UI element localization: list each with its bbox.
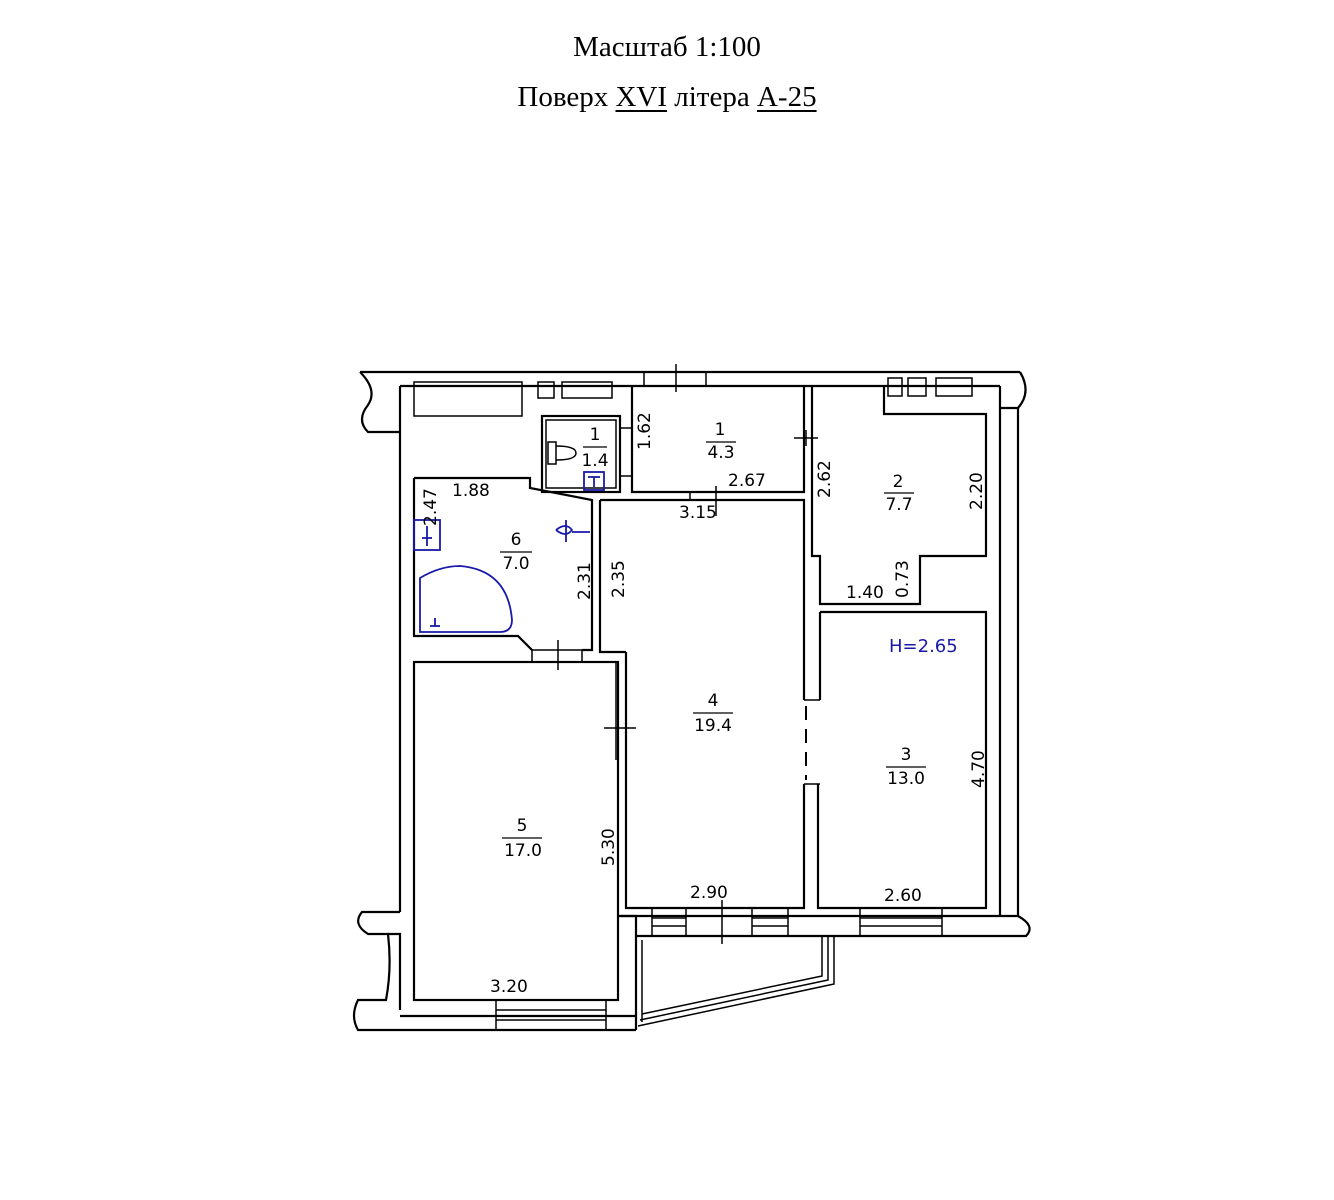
dim-room2-left: 2.62: [815, 460, 835, 498]
floor-number: XVI: [615, 81, 668, 113]
floor-prefix: Поверх: [517, 81, 609, 113]
dim-hall-width: 2.67: [728, 471, 766, 491]
room-7-area: 1.4: [581, 451, 608, 471]
room-7-walls: [540, 414, 622, 494]
riser-icon-wc: [583, 471, 605, 491]
dim-bath-width: 1.88: [452, 481, 490, 501]
room-6-number: 6: [511, 530, 522, 550]
room-4-walls: [598, 486, 806, 910]
room-5-area: 17.0: [504, 841, 542, 861]
floor-line: Поверх XVI літера А-25: [0, 78, 1334, 128]
window-room-5: [495, 999, 607, 1031]
room-1-area: 4.3: [707, 443, 734, 463]
room-labels: 1 1.4 1 4.3 2 7.7 3 13.0 4 19.4 5 17.0: [500, 420, 926, 861]
dim-room5-bottom: 3.20: [490, 977, 528, 997]
litera-prefix: літера: [674, 81, 750, 113]
dim-room5-height: 5.30: [599, 828, 619, 866]
room-1-number: 1: [715, 420, 726, 440]
dim-bath-right: 2.31: [575, 562, 595, 600]
room-2-label: 2 7.7: [884, 472, 914, 515]
room-3-label: 3 13.0: [886, 745, 926, 789]
dim-room2-right: 2.20: [967, 472, 987, 510]
room-5-label: 5 17.0: [502, 816, 542, 861]
top-wall-details: [413, 364, 973, 417]
room-2-number: 2: [893, 472, 904, 492]
dim-bath-left: 2.47: [421, 488, 441, 526]
dim-room2-notch: 0.73: [893, 560, 913, 598]
room-4-area: 19.4: [694, 716, 732, 736]
room-4-number: 4: [708, 691, 719, 711]
dimension-labels: 1.62 2.67 3.15 2.62 2.20 0.73 1.40 1.88 …: [421, 412, 989, 997]
dim-room4-bottom: 2.90: [690, 883, 728, 903]
window-room-3: [859, 907, 943, 937]
scale-label: Масштаб 1:100: [573, 31, 761, 63]
riser-icon-bath: [413, 519, 441, 551]
plan-header: Масштаб 1:100 Поверх XVI літера А-25: [0, 28, 1334, 128]
dim-room4-top-width: 3.15: [679, 503, 717, 523]
bathtub-icon: [419, 565, 513, 633]
litera-value: А-25: [756, 81, 817, 113]
room-7-number: 1: [590, 425, 601, 445]
balcony: [635, 936, 835, 1030]
dim-room4-left: 2.35: [609, 560, 629, 598]
room-6-area: 7.0: [502, 554, 529, 574]
dim-room3-height: 4.70: [969, 750, 989, 788]
dim-room3-bottom: 2.60: [884, 886, 922, 906]
room-2-walls: [810, 386, 988, 606]
dim-wc-height: 1.62: [635, 412, 655, 450]
room-1-walls: [620, 386, 818, 494]
toilet-icon: [547, 441, 577, 465]
room-4-label: 4 19.4: [693, 691, 733, 736]
room-6-label: 6 7.0: [500, 530, 532, 574]
window-room-4-right: [721, 900, 789, 944]
room-3-number: 3: [901, 745, 912, 765]
room-1-label: 1 4.3: [706, 420, 736, 463]
window-room-4-left: [651, 907, 687, 937]
outer-walls: [352, 370, 1031, 1032]
room-5-number: 5: [517, 816, 528, 836]
ceiling-height-label: H=2.65: [889, 636, 958, 657]
room-3-area: 13.0: [887, 769, 925, 789]
sink-icon: [555, 520, 590, 542]
dim-room2-bottom: 1.40: [846, 583, 884, 603]
room-2-area: 7.7: [885, 495, 912, 515]
room-7-label: 1 1.4: [581, 425, 608, 471]
room-3-walls: [804, 610, 988, 910]
